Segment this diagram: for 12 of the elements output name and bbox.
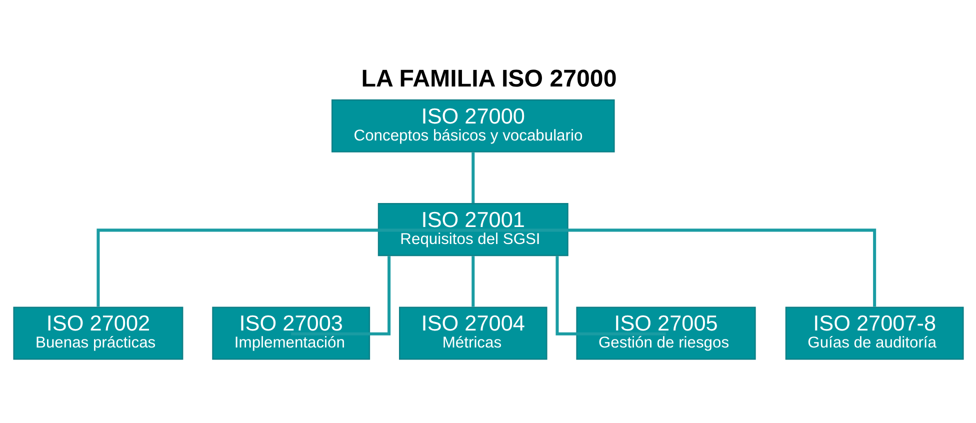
- node-box: ISO 27002 Buenas prácticas: [12, 306, 183, 360]
- node-box: ISO 27004 Métricas: [398, 306, 547, 360]
- node-box: ISO 27005 Gestión de riesgos: [576, 306, 756, 360]
- node-box: ISO 27001 Requisitos del SGSI: [377, 203, 568, 256]
- connector: [472, 228, 876, 307]
- node-box: ISO 27003 Implementación: [212, 306, 370, 360]
- node-box: ISO 27000 Conceptos básicos y vocabulario: [330, 99, 614, 152]
- connector: [96, 228, 473, 307]
- node-box: ISO 27007-8 Guías de auditoría: [784, 306, 964, 360]
- connector: [471, 152, 474, 204]
- diagram-title: LA FAMILIA ISO 27000: [360, 66, 616, 93]
- connector: [471, 256, 474, 307]
